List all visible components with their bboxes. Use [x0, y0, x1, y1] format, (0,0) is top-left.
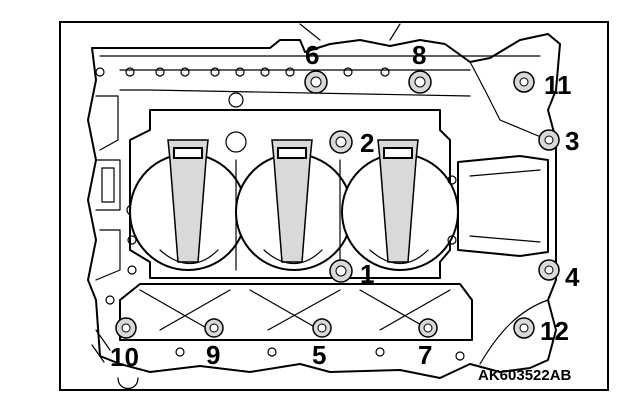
bolt-label-5: 5	[312, 340, 326, 370]
bolt-2	[329, 130, 353, 154]
figure-frame	[59, 21, 609, 391]
bolt-5	[312, 318, 332, 338]
bolt-label-3: 3	[565, 126, 579, 156]
bolt-1	[329, 259, 353, 283]
bolt-9	[204, 318, 224, 338]
bolt-label-6: 6	[305, 40, 319, 70]
bolt-7	[418, 318, 438, 338]
right-flange	[447, 155, 549, 257]
bolt-label-8: 8	[412, 40, 426, 70]
crank-bay	[129, 109, 459, 279]
bolt-10	[115, 317, 137, 339]
upper-rail	[95, 67, 471, 153]
bolt-11	[513, 71, 535, 93]
bolt-label-11: 11	[544, 70, 572, 100]
lower-web	[117, 283, 473, 390]
bolt-label-4: 4	[565, 262, 580, 292]
bolt-label-10: 10	[110, 342, 139, 372]
bolt-label-9: 9	[206, 340, 220, 370]
bolts	[115, 70, 560, 339]
bolt-6	[304, 70, 328, 94]
bolt-12	[513, 317, 535, 339]
bolt-label-12: 12	[540, 316, 569, 346]
bolt-label-1: 1	[360, 259, 374, 289]
bolt-8	[408, 70, 432, 94]
figure-code: AK603522AB	[478, 367, 572, 384]
bolt-3	[538, 129, 560, 151]
block-outline	[87, 23, 561, 379]
bolt-label-2: 2	[360, 128, 374, 158]
bolt-label-7: 7	[418, 340, 432, 370]
bolt-labels: 1 2 3 4 5 6 7 8 9 10 11 12	[110, 40, 580, 372]
bolt-4	[538, 259, 560, 281]
